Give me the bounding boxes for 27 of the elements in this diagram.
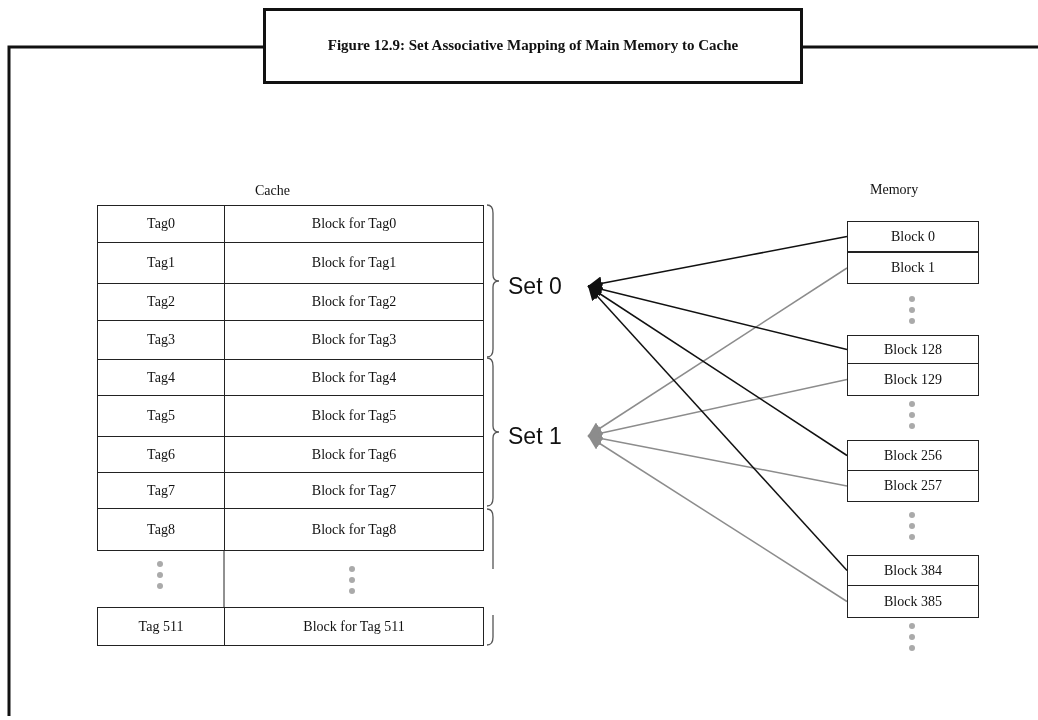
arrow (587, 435, 848, 603)
arrow (587, 235, 848, 291)
arrow (587, 267, 848, 437)
set-label: Set 0 (508, 270, 584, 302)
column-heading: Memory (870, 182, 919, 198)
figure-title: Figure 12.9: Set Associative Mapping of Main Memory to Cache (263, 8, 803, 84)
set-label: Set 1 (508, 420, 584, 452)
table-cell: Block for Tag 511 (224, 607, 484, 646)
column-heading: Cache (255, 183, 290, 199)
memory-block: Block 129 (847, 363, 979, 396)
arrow (587, 431, 848, 487)
memory-block: Block 0 (847, 221, 979, 252)
arrow (587, 282, 848, 351)
arrow (587, 285, 848, 457)
memory-block: Block 257 (847, 470, 979, 502)
memory-block: Block 256 (847, 440, 979, 471)
memory-block: Block 384 (847, 555, 979, 586)
table-cell: Block for Tag8 (224, 508, 484, 551)
memory-block: Block 1 (847, 252, 979, 284)
memory-block: Block 385 (847, 585, 979, 618)
memory-block: Block 128 (847, 335, 979, 364)
table-cell: Tag0 (97, 205, 225, 243)
table-cell: Block for Tag0 (224, 205, 484, 243)
arrow (587, 378, 848, 440)
table-cell: Tag8 (97, 508, 225, 551)
arrow (587, 285, 848, 572)
table-cell: Tag 511 (97, 607, 225, 646)
